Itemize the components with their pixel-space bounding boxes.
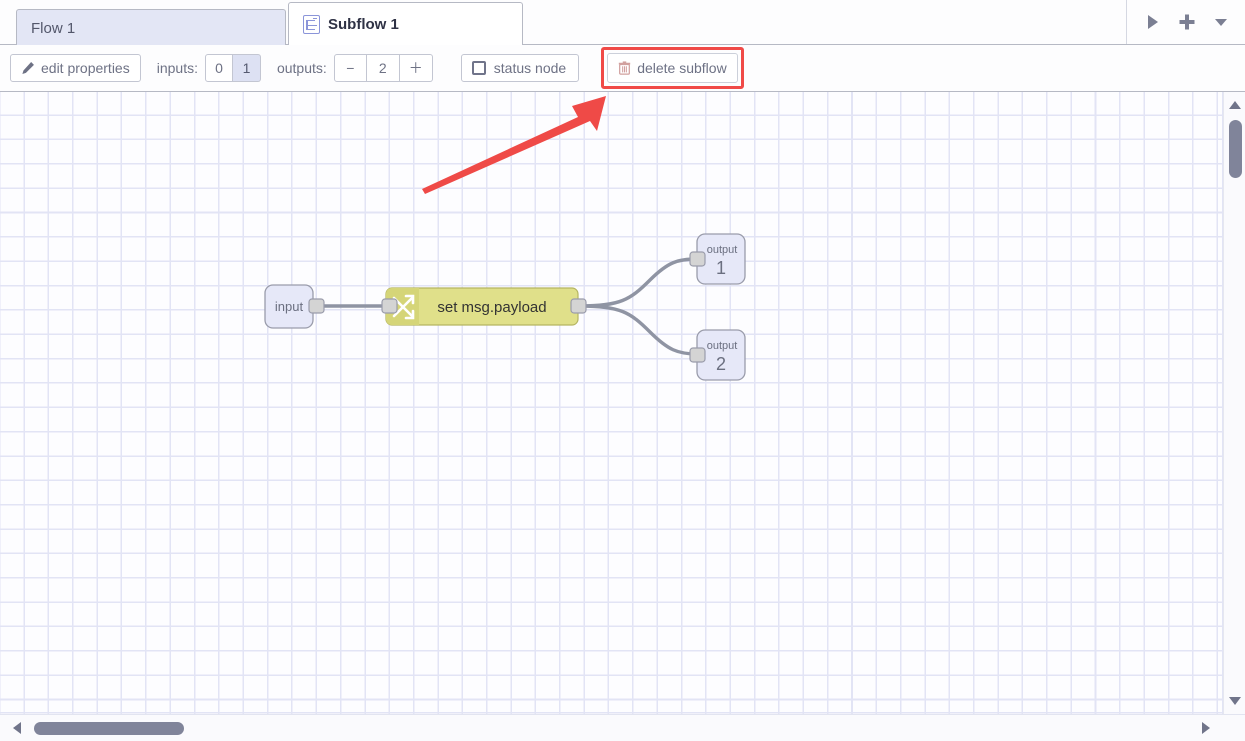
change-node-input-port[interactable] [381, 298, 398, 314]
inputs-label: inputs: [156, 60, 198, 76]
tab-bar-actions [1126, 0, 1245, 44]
change-node[interactable]: set msg.payload [381, 287, 587, 326]
scroll-left-icon[interactable] [6, 717, 28, 739]
scroll-down-icon[interactable] [1224, 690, 1245, 712]
horizontal-scrollbar[interactable] [0, 714, 1245, 741]
tab-subflow-1[interactable]: Subflow 1 [288, 2, 523, 46]
status-node-label: status node [493, 60, 567, 76]
red-arrow-annotation [422, 96, 606, 194]
delete-subflow-button[interactable]: delete subflow [607, 53, 738, 83]
change-node-label: set msg.payload [437, 299, 546, 316]
tab-bar: Flow 1 Subflow 1 [0, 0, 1245, 46]
run-glyph [1146, 14, 1160, 30]
delete-subflow-label: delete subflow [637, 60, 727, 76]
tab-subflow-1-label: Subflow 1 [328, 15, 399, 33]
tab-flow-1[interactable]: Flow 1 [16, 9, 286, 46]
subflow-output-node-1[interactable]: output 1 [689, 233, 746, 285]
outputs-stepper: − 2 ＋ [333, 54, 433, 82]
input-node-output-port[interactable] [308, 298, 325, 314]
outputs-label: outputs: [276, 60, 327, 76]
run-icon[interactable] [1137, 6, 1169, 38]
wire-change-to-output-1[interactable] [578, 257, 699, 308]
trash-icon [618, 61, 631, 75]
input-node-label: input [275, 299, 304, 314]
delete-subflow-highlight: delete subflow [601, 47, 744, 89]
plus-glyph [1178, 13, 1196, 31]
edit-properties-button[interactable]: edit properties [10, 54, 141, 82]
subflow-icon [303, 14, 320, 34]
flow-graph: input set msg.payload ou [264, 96, 746, 381]
outputs-increment-button[interactable]: ＋ [399, 54, 433, 82]
inputs-segmented-control: 0 1 [204, 54, 261, 82]
inputs-option-1[interactable]: 1 [232, 54, 261, 82]
scroll-right-icon[interactable] [1195, 717, 1217, 739]
edit-properties-label: edit properties [41, 60, 130, 76]
change-node-output-port[interactable] [570, 298, 587, 314]
subflow-output-node-2[interactable]: output 2 [689, 329, 746, 381]
tab-list: Flow 1 Subflow 1 [0, 0, 525, 46]
horizontal-scroll-thumb[interactable] [34, 722, 184, 735]
inputs-option-0[interactable]: 0 [204, 54, 233, 82]
chevron-down-glyph [1214, 17, 1228, 27]
chevron-down-icon[interactable] [1205, 6, 1237, 38]
vertical-scrollbar[interactable] [1223, 92, 1245, 714]
outputs-decrement-button[interactable]: − [333, 54, 367, 82]
output-node-2-label: output [707, 340, 738, 352]
add-tab-icon[interactable] [1171, 6, 1203, 38]
wires [315, 257, 699, 356]
wire-change-to-output-2[interactable] [578, 304, 699, 356]
status-node-toggle[interactable]: status node [460, 54, 580, 82]
output-node-2-index: 2 [716, 354, 726, 374]
status-node-checkbox[interactable] [471, 61, 486, 75]
subflow-toolbar: edit properties inputs: 0 1 outputs: − 2… [0, 45, 1245, 92]
output-node-2-input-port[interactable] [689, 347, 706, 363]
scroll-up-icon[interactable] [1224, 94, 1245, 116]
output-node-1-index: 1 [716, 258, 726, 278]
subflow-input-node[interactable]: input [264, 284, 325, 329]
outputs-value: 2 [366, 54, 400, 82]
output-node-1-label: output [707, 244, 738, 256]
vertical-scroll-thumb[interactable] [1229, 120, 1242, 178]
flow-canvas[interactable]: input set msg.payload ou [0, 92, 1223, 714]
pencil-icon [21, 61, 35, 75]
tab-flow-1-label: Flow 1 [31, 19, 76, 37]
output-node-1-input-port[interactable] [689, 251, 706, 267]
